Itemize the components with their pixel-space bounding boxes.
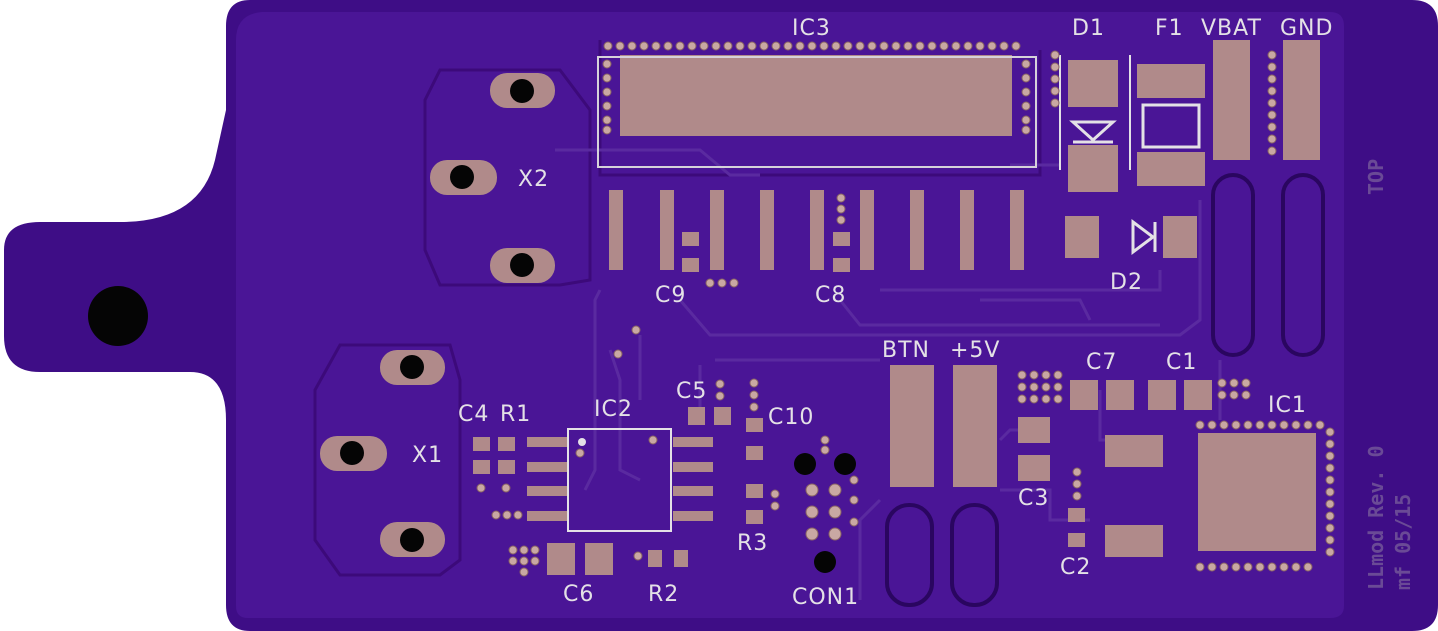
con1-label: CON1 <box>792 585 859 610</box>
con1: CON1 <box>792 435 859 610</box>
ic3-label: IC3 <box>792 16 831 41</box>
d2: D2 <box>1065 216 1197 295</box>
vbat-label: VBAT <box>1201 16 1262 41</box>
d1: D1 <box>1050 16 1131 192</box>
ic3: IC3 <box>597 16 1037 168</box>
c6: C6 <box>508 543 613 607</box>
c5: C5 <box>676 379 731 425</box>
c2-label: C2 <box>1060 555 1091 580</box>
gnd-pad: GND <box>1267 16 1333 160</box>
c6-label: C6 <box>563 582 594 607</box>
f1: F1 <box>1137 16 1205 186</box>
ic3-body-pad <box>620 55 1012 136</box>
c9: C9 <box>655 232 739 308</box>
c1: C1 <box>1148 350 1251 410</box>
battery-slots <box>885 173 1325 607</box>
c9-label: C9 <box>655 283 686 308</box>
x2: X2 <box>430 73 555 283</box>
c2: C2 <box>1060 467 1091 580</box>
f1-label: F1 <box>1155 16 1184 41</box>
x2-label: X2 <box>518 167 549 192</box>
c1-label: C1 <box>1166 350 1197 375</box>
traces <box>555 148 1222 600</box>
r1-label: R1 <box>500 402 531 427</box>
top-marker: TOP <box>1364 159 1388 195</box>
x1-label: X1 <box>412 443 443 468</box>
btn-label: BTN <box>882 338 930 363</box>
pour-isolation-main <box>598 40 1042 177</box>
c3-label: C3 <box>1018 486 1049 511</box>
c4: C4 <box>458 402 490 493</box>
c10-label: C10 <box>768 405 814 430</box>
revision-label: LLmod Rev. 0 <box>1364 446 1388 591</box>
ic2: IC2 <box>527 325 713 561</box>
c5-label: C5 <box>676 379 707 404</box>
plus5v-label: +5V <box>950 338 1000 363</box>
c4-label: C4 <box>458 402 489 427</box>
r2: R2 <box>648 550 688 607</box>
ic3-lower-pads <box>609 190 1024 270</box>
d1-label: D1 <box>1072 16 1105 41</box>
r1: R1 <box>491 402 531 520</box>
mounting-hole <box>88 286 148 346</box>
r2-label: R2 <box>648 582 679 607</box>
x1: X1 <box>320 350 445 557</box>
date-label: mf 05/15 <box>1391 494 1415 590</box>
c8: C8 <box>815 193 850 308</box>
gnd-label: GND <box>1280 16 1333 41</box>
ic2-label: IC2 <box>594 397 633 422</box>
d2-label: D2 <box>1110 270 1143 295</box>
c7: C7 <box>1017 350 1134 410</box>
regulator <box>1018 417 1163 557</box>
ic3-side-pins <box>602 59 1031 135</box>
ic1-label: IC1 <box>1268 393 1307 418</box>
c8-label: C8 <box>815 283 846 308</box>
ic1: IC1 <box>1195 393 1335 572</box>
vbat-pad: VBAT <box>1201 16 1262 160</box>
r3-label: R3 <box>737 531 768 556</box>
plus5v-pad: +5V <box>950 338 1000 487</box>
pour-isolation-x2 <box>423 68 592 287</box>
ic3-silk-outline <box>597 56 1037 168</box>
pour-isolation-x1 <box>313 343 462 577</box>
r3: R3 <box>737 484 780 556</box>
ic3-top-pins <box>603 41 1021 51</box>
c7-label: C7 <box>1086 350 1117 375</box>
btn-pad: BTN <box>882 338 934 487</box>
c10: C10 <box>746 378 814 460</box>
